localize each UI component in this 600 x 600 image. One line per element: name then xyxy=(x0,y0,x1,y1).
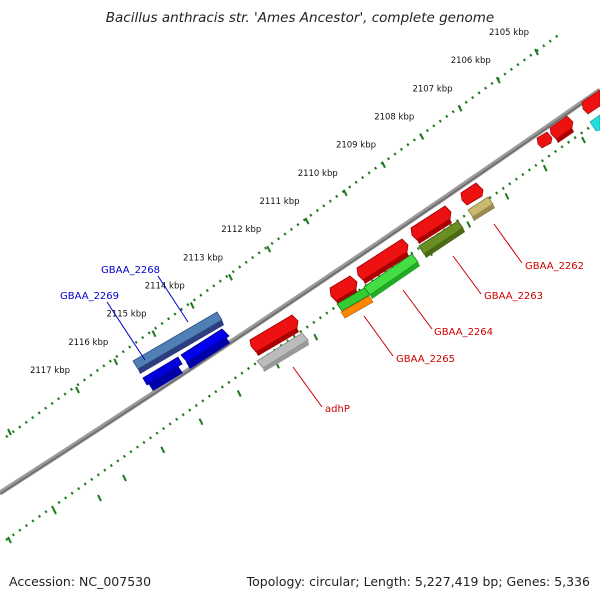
scale-tick-mark xyxy=(419,133,425,140)
scale-tick-mark xyxy=(97,494,102,502)
map-title: Bacillus anthracis str. 'Ames Ancestor',… xyxy=(105,10,495,26)
scale-tick-mark xyxy=(534,48,539,56)
gene-feature-upper-right-1[interactable] xyxy=(536,89,600,149)
scale-tick-mark xyxy=(189,302,195,309)
scale-tick-mark xyxy=(236,390,242,397)
scale-tick-mark xyxy=(495,76,501,84)
gene-label[interactable]: GBAA_2265 xyxy=(396,354,455,365)
scale-tick-mark xyxy=(7,536,12,544)
leader-gbaa-2263 xyxy=(452,255,482,295)
scale-tick-mark xyxy=(381,161,386,169)
gene-feature-gbaa-2269[interactable] xyxy=(142,328,230,391)
gene-label[interactable]: GBAA_2264 xyxy=(434,327,493,338)
scale-tick-mark xyxy=(266,245,272,253)
scale-tick-mark xyxy=(160,446,166,454)
genome-backbone-shade xyxy=(0,90,600,495)
scale-tick-mark xyxy=(151,330,157,338)
scale-tick-label: 2108 kbp xyxy=(374,113,414,123)
leader-gbaa-2268 xyxy=(157,275,189,323)
gene-feature-gbaa-2264[interactable] xyxy=(356,238,420,299)
scale-tick-label: 2116 kbp xyxy=(68,338,108,348)
gene-feature-gbaa-2268[interactable] xyxy=(132,311,224,374)
leader-adhp xyxy=(292,366,323,408)
scale-tick-label: 2115 kbp xyxy=(106,310,146,320)
scale-tick-mark xyxy=(304,217,310,225)
scale-tick-mark xyxy=(122,474,127,482)
leader-gbaa-2265 xyxy=(363,315,394,357)
genome-summary-text: Topology: circular; Length: 5,227,419 bp… xyxy=(246,574,590,589)
outer-scale-track xyxy=(5,32,561,439)
scale-tick-mark xyxy=(581,136,586,144)
scale-tick-label: 2107 kbp xyxy=(412,84,452,94)
gene-feature-gbaa-2263[interactable] xyxy=(410,205,465,258)
scale-tick-label: 2106 kbp xyxy=(451,56,491,66)
scale-tick-label: 2117 kbp xyxy=(30,366,70,376)
accession-text: Accession: NC_007530 xyxy=(9,574,152,589)
scale-tick-mark xyxy=(466,221,472,228)
scale-tick-mark xyxy=(504,192,510,200)
leader-gbaa-2269 xyxy=(106,301,146,361)
gene-label[interactable]: adhP xyxy=(325,404,350,415)
scale-tick-mark xyxy=(313,333,319,341)
scale-tick-mark xyxy=(198,418,204,426)
scale-tick-label: 2111 kbp xyxy=(259,197,299,207)
gene-feature-adhp[interactable] xyxy=(249,314,309,372)
scale-tick-label: 2109 kbp xyxy=(336,141,376,151)
scale-tick-label: 2112 kbp xyxy=(221,225,261,235)
scale-tick-label: 2105 kbp xyxy=(489,28,529,38)
scale-tick-mark xyxy=(228,273,233,281)
scale-tick-mark xyxy=(342,189,348,197)
scale-ticks: 2105 kbp 2106 kbp 2107 kbp 2108 kbp 2109 kbp… xyxy=(7,28,586,544)
scale-tick-label: 2110 kbp xyxy=(298,169,338,179)
scale-tick-mark xyxy=(113,358,119,366)
gene-label[interactable]: GBAA_2268 xyxy=(101,265,160,276)
inner-scale-track xyxy=(5,118,600,542)
gene-feature-gbaa-2262[interactable] xyxy=(460,182,495,221)
scale-tick-mark xyxy=(542,164,548,172)
gene-label[interactable]: GBAA_2269 xyxy=(60,291,119,302)
scale-tick-mark xyxy=(75,386,80,394)
gene-label[interactable]: GBAA_2262 xyxy=(525,261,584,272)
gene-label[interactable]: GBAA_2263 xyxy=(484,291,543,302)
scale-tick-mark xyxy=(7,428,12,436)
genome-backbone xyxy=(0,87,600,496)
leader-gbaa-2264 xyxy=(402,289,433,330)
leader-gbaa-2262 xyxy=(493,223,523,264)
scale-tick-mark xyxy=(52,507,57,515)
scale-tick-mark xyxy=(457,104,463,112)
scale-tick-label: 2113 kbp xyxy=(183,253,223,263)
